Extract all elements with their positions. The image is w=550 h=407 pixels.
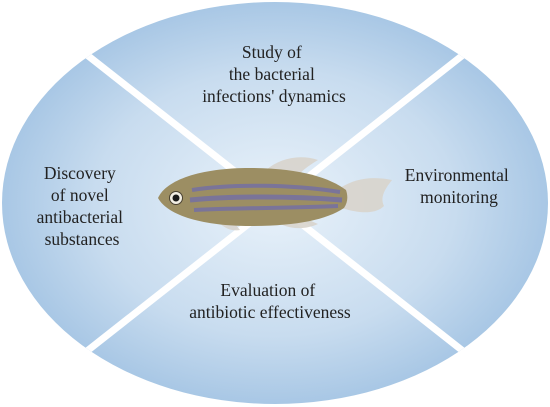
label-left: Discovery of novel antibacterial substan…	[37, 163, 128, 249]
zebrafish-icon	[158, 157, 392, 231]
label-top: Study of the bacterial infections' dynam…	[202, 42, 346, 106]
label-right: Environmental monitoring	[405, 165, 513, 207]
fish-pupil	[172, 194, 180, 202]
fish-stripe-3	[193, 204, 339, 212]
fish-tail-fin	[340, 178, 392, 213]
label-bottom: Evaluation of antibiotic effectiveness	[189, 280, 351, 322]
fish-stripe-2	[189, 194, 343, 203]
fish-stripe-1	[191, 183, 341, 194]
